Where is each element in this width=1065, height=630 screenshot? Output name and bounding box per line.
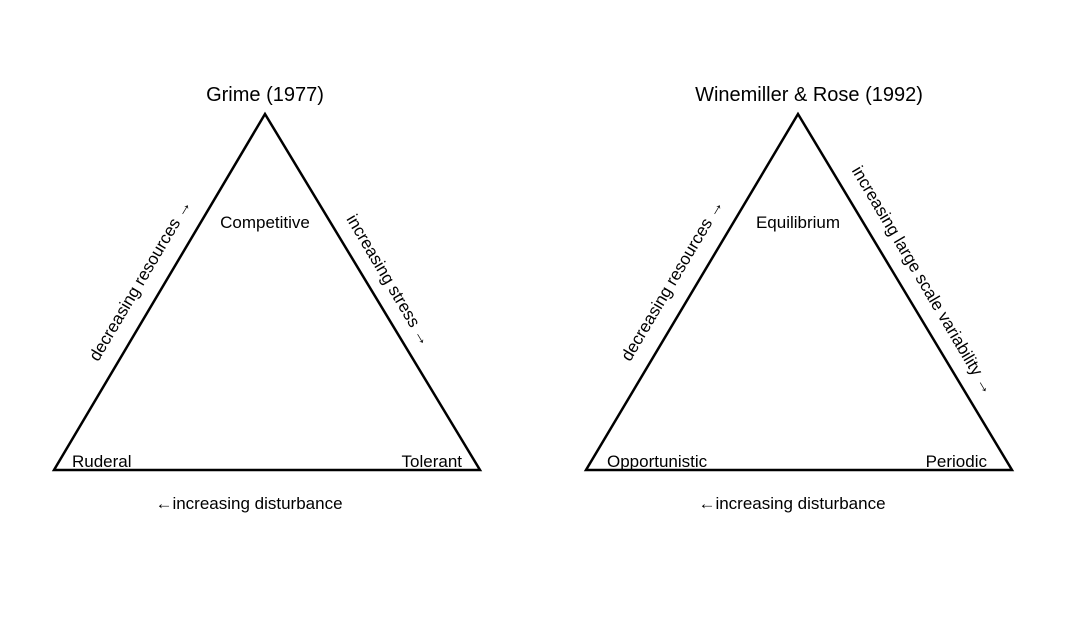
grime-right-label: Tolerant — [402, 452, 463, 471]
grime-title: Grime (1977) — [206, 84, 324, 106]
winemiller-rose-bottom-edge-label: ←increasing disturbance — [698, 494, 885, 513]
winemiller-rose-triangle — [583, 111, 1015, 472]
winemiller-rose-left-edge-label: decreasing resources → — [617, 196, 727, 364]
winemiller-rose-diagram: Winemiller & Rose (1992) Equilibrium Opp… — [583, 84, 1015, 513]
grime-diagram: Grime (1977) Competitive Ruderal Toleran… — [51, 84, 483, 513]
winemiller-rose-right-edge-label: increasing large scale variability → — [848, 163, 998, 398]
winemiller-rose-top-label: Equilibrium — [756, 213, 840, 232]
grime-left-label: Ruderal — [72, 452, 132, 471]
grime-triangle — [51, 111, 483, 472]
grime-left-edge-label: decreasing resources → — [85, 196, 195, 364]
grime-top-label: Competitive — [220, 213, 310, 232]
grime-right-edge-label: increasing stress → — [343, 211, 435, 349]
winemiller-rose-left-label: Opportunistic — [607, 452, 708, 471]
winemiller-rose-title: Winemiller & Rose (1992) — [695, 84, 923, 106]
winemiller-rose-right-label: Periodic — [926, 452, 988, 471]
grime-bottom-edge-label: ←increasing disturbance — [155, 494, 342, 513]
